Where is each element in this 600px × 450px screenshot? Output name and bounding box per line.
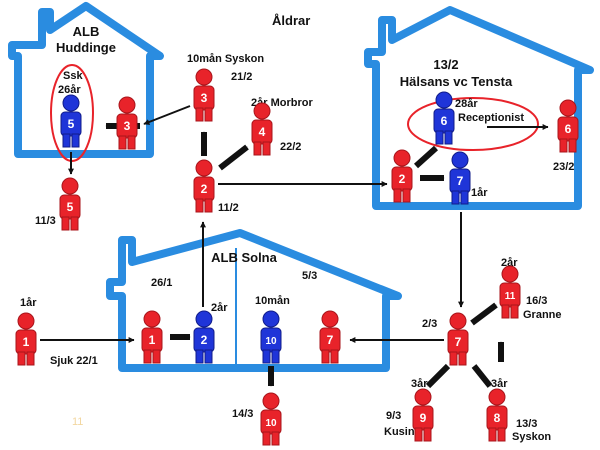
label-granne: Granne [523, 309, 562, 321]
date-7-right: 2/3 [422, 318, 437, 330]
granne-date: 16/3 [526, 295, 547, 307]
person-icon-p-solna-7: 7 [319, 310, 341, 364]
person-icon-p-huddinge-5-out: 5 [59, 177, 81, 231]
huddinge-name-line2: Huddinge [56, 40, 116, 55]
label-age-8: 3år [491, 378, 508, 390]
arrow-7-to-11 [470, 302, 498, 326]
person-icon-p-tensta-2: 2 [391, 149, 413, 203]
label-syskon-3: 10mån Syskon [187, 53, 264, 65]
person-number: 3 [201, 91, 208, 105]
person-icon-p-1-sjuk: 1 [15, 312, 37, 366]
arrow-syskon-to-huddinge [143, 105, 191, 125]
person-icon-p-10-out: 10 [260, 392, 282, 446]
tensta-date: 13/2 [433, 57, 458, 72]
label-age-9: 3år [411, 378, 428, 390]
arrow-7-to-8 [471, 364, 493, 388]
label-ssk: Ssk [63, 70, 83, 82]
person-number: 10 [265, 336, 277, 347]
person-number: 5 [67, 200, 74, 214]
person-number: 4 [259, 125, 266, 139]
person-number: 7 [455, 335, 462, 349]
label-age-11: 2år [501, 257, 518, 269]
person-icon-p-7-right: 7 [447, 312, 469, 366]
title: Åldrar [272, 13, 310, 28]
person-number: 7 [327, 333, 334, 347]
person-icon-p-9-kusin: 9 [412, 388, 434, 442]
label-receptionist: Receptionist [458, 112, 524, 124]
date-8: 13/3 [516, 418, 537, 430]
date-10-out: 14/3 [232, 408, 253, 420]
person-number: 11 [505, 291, 516, 302]
label-sjuk: Sjuk 22/1 [50, 355, 98, 367]
label-age-7-tensta: 1år [471, 187, 488, 199]
solna-name: ALB Solna [211, 250, 277, 265]
person-number: 1 [23, 335, 30, 349]
date-5-out: 11/3 [35, 215, 56, 227]
person-icon-p-huddinge-ssk: 5 [60, 94, 82, 148]
person-icon-p-8-syskon: 8 [486, 388, 508, 442]
person-icon-p-solna-1: 1 [141, 310, 163, 364]
label-syskon-8: Syskon [512, 431, 551, 443]
person-icon-p-huddinge-3: 3 [116, 96, 138, 150]
label-age-solna-10: 10mån [255, 295, 290, 307]
person-number: 10 [265, 418, 277, 429]
person-number: 6 [441, 114, 448, 128]
label-age-1: 1år [20, 297, 37, 309]
date-6-out: 23/2 [553, 161, 574, 173]
person-number: 1 [149, 333, 156, 347]
date-morbror: 22/2 [280, 141, 301, 153]
label-ssk-age: 26år [58, 84, 81, 96]
person-number: 3 [124, 119, 131, 133]
person-number: 9 [420, 411, 427, 425]
label-kusin: Kusin [384, 426, 415, 438]
solna-date-left: 26/1 [151, 277, 172, 289]
person-icon-p-solna-10: 10 [260, 310, 282, 364]
huddinge-name-line1: ALB [73, 24, 100, 39]
label-age-6: 28år [455, 98, 478, 110]
person-icon-p-6-out: 6 [557, 99, 579, 153]
tensta-name: Hälsans vc Tensta [400, 74, 513, 89]
arrow-7-to-9 [425, 363, 451, 389]
person-number: 5 [68, 117, 75, 131]
person-icon-p-solna-2: 2 [193, 310, 215, 364]
person-number: 8 [494, 411, 501, 425]
person-icon-p-tensta-6: 6 [433, 91, 455, 145]
person-icon-p-4-morbror: 4 [251, 102, 273, 156]
person-icon-p-11-granne: 11 [499, 265, 521, 319]
faint-number: 11 [72, 416, 83, 428]
person-icon-p-2-center: 2 [193, 159, 215, 213]
person-number: 2 [201, 333, 208, 347]
label-age-solna-2: 2år [211, 302, 228, 314]
person-number: 6 [565, 122, 572, 136]
arrow-2-to-4 [218, 144, 249, 171]
person-number: 7 [457, 174, 464, 188]
person-number: 2 [399, 172, 406, 186]
date-2-center: 11/2 [218, 202, 239, 214]
person-icon-p-3-syskon: 3 [193, 68, 215, 122]
date-9: 9/3 [386, 410, 401, 422]
date-3-syskon: 21/2 [231, 71, 252, 83]
highlight-receptionist-ellipse [407, 97, 539, 151]
solna-date-right: 5/3 [302, 270, 317, 282]
person-icon-p-tensta-7: 7 [449, 151, 471, 205]
arrow-tensta-2-to-6 [413, 145, 439, 169]
person-number: 2 [201, 182, 208, 196]
